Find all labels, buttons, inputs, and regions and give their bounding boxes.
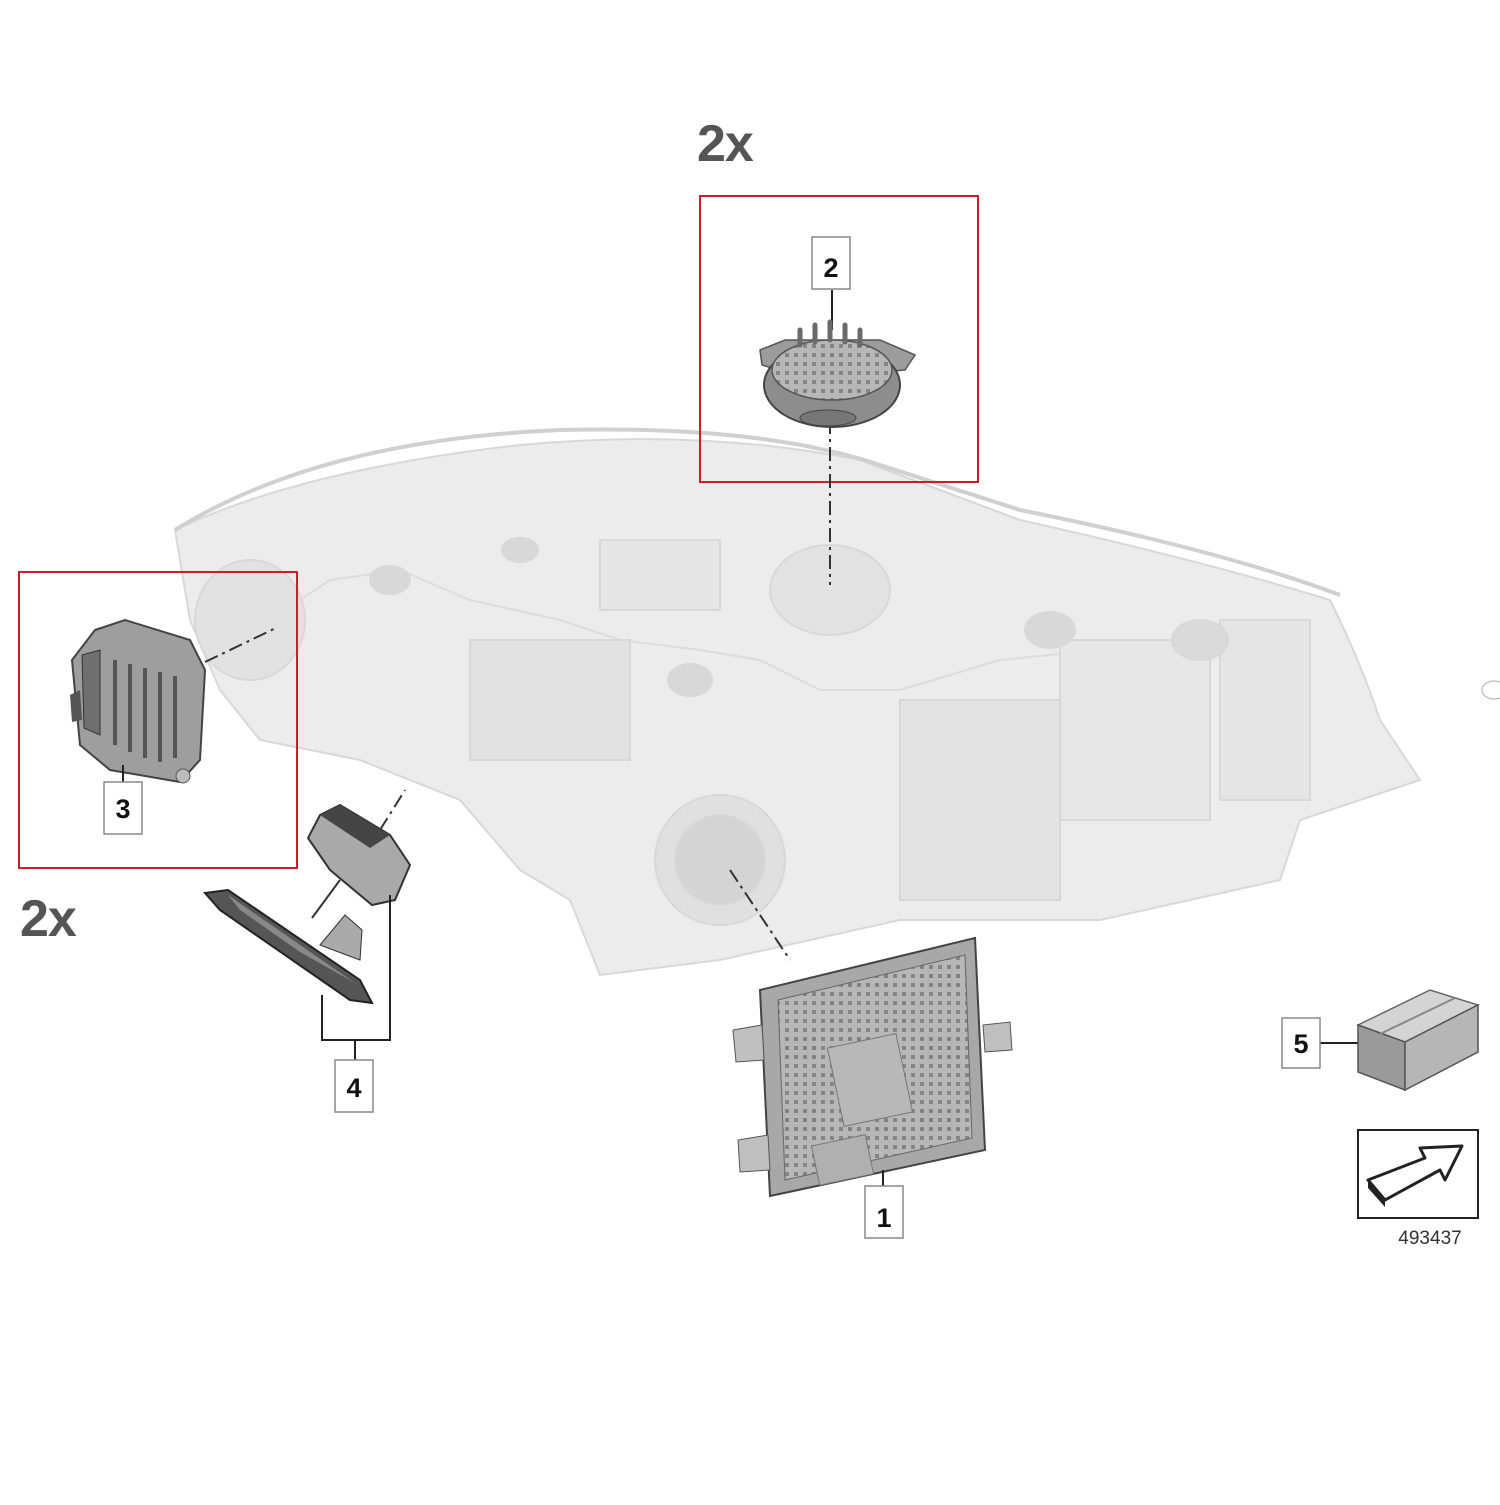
headlight-housing [173, 427, 1422, 977]
orientation-arrow-icon [1357, 1129, 1479, 1219]
part-label-4: 4 [334, 1059, 374, 1113]
quantity-label-top: 2x [697, 115, 754, 173]
part-number-1: 1 [876, 1203, 891, 1233]
part-label-3: 3 [103, 781, 143, 835]
part-label-2: 2 [811, 236, 851, 290]
part-1-control-module [729, 869, 1013, 1200]
part-number-2: 2 [823, 253, 838, 283]
housing-outline [173, 438, 1422, 977]
part-5-repair-kit [1320, 989, 1480, 1092]
part-number-3: 3 [115, 794, 130, 824]
leader-line-3 [204, 626, 279, 663]
quantity-label-left: 2x [20, 890, 77, 948]
edge-marker-icon [1481, 680, 1500, 700]
highlight-box-part-2 [699, 195, 979, 483]
housing-top-lip [173, 427, 1341, 597]
highlight-boxes [18, 195, 979, 869]
diagram-id: 493437 [1398, 1228, 1461, 1249]
part-3-led-module [70, 618, 279, 795]
part-number-5: 5 [1293, 1029, 1308, 1059]
part-label-1: 1 [864, 1185, 904, 1239]
part-4-cover-caps [203, 789, 412, 1065]
leader-line-1 [729, 869, 791, 961]
highlight-box-part-3 [18, 571, 298, 869]
part-number-4: 4 [346, 1073, 361, 1103]
part-2-led-module [759, 290, 917, 585]
part-label-5: 5 [1281, 1017, 1321, 1069]
